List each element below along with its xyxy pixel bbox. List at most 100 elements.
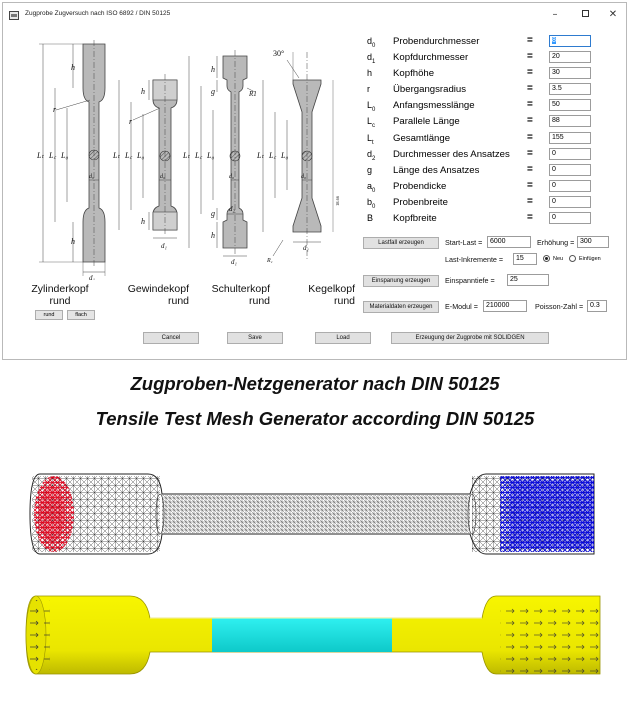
specimen-thread-head [118, 74, 178, 239]
parameter-symbol: B [367, 213, 374, 224]
clamp-depth-input[interactable]: 25 [507, 274, 549, 286]
parameter-symbol: Lt [367, 132, 374, 146]
maximize-button[interactable] [573, 7, 597, 23]
round-button[interactable]: rund [35, 310, 63, 320]
load-button[interactable]: Load [315, 332, 371, 344]
dim-h-2: h [71, 237, 75, 246]
dim-l0-4: L₀ [280, 151, 288, 160]
parameter-name: Probendurchmesser [393, 36, 480, 47]
dim-d0-4: d₀ [301, 174, 306, 180]
generate-specimen-button[interactable]: Erzeugung der Zugprobe mit SOLIDGEN [391, 332, 549, 344]
youngs-modulus-input[interactable]: 210000 [483, 300, 527, 312]
parameter-name: Probenbreite [393, 196, 448, 208]
caption-german: Zugproben-Netzgenerator nach DIN 50125 [130, 373, 500, 394]
dim-h-3: h [141, 87, 145, 96]
parameter-row: h Kopfhöhe = 30 [367, 66, 629, 82]
parameter-input[interactable]: 8 [549, 35, 591, 47]
mesh-specimen [29, 473, 595, 555]
close-button[interactable]: ✕ [608, 9, 618, 20]
increment-input[interactable]: 300 [577, 236, 609, 248]
generate-loadcase-button[interactable]: Lastfall erzeugen [363, 237, 439, 249]
parameter-row: d0 Probendurchmesser = 8 [367, 34, 629, 50]
dim-h-1: h [71, 63, 75, 72]
parameter-symbol: a0 [367, 180, 376, 194]
cancel-button[interactable]: Cancel [143, 332, 199, 344]
parameter-input[interactable]: 30 [549, 67, 591, 80]
parameter-input[interactable]: 0 [549, 179, 591, 192]
parameter-input[interactable]: 88 [549, 115, 591, 128]
equals-sign: = [527, 67, 533, 79]
dim-lc-3: L꜀ [194, 151, 202, 160]
parameter-name: Kopfhöhe [393, 68, 435, 80]
equals-sign: = [527, 51, 533, 63]
parameter-input[interactable]: 0 [549, 163, 591, 176]
dim-l0-3: L₀ [206, 151, 214, 160]
specimen-drawing: h r Lₜ L꜀ L₀ d₀ h d₁ h r Lₜ L꜀ L₀ d₀ h d… [11, 30, 357, 308]
minimize-button[interactable]: – [552, 9, 558, 20]
parameter-name: Übergangsradius [393, 84, 467, 96]
start-load-input[interactable]: 6000 [487, 236, 531, 248]
poisson-label: Poisson-Zahl = [535, 302, 584, 311]
parameter-input[interactable]: 3.5 [549, 83, 591, 96]
dim-r1: R1 [248, 90, 257, 98]
parameter-symbol: d2 [367, 148, 376, 162]
parameter-input[interactable]: 50 [549, 99, 591, 112]
dim-lt-1: Lₜ [36, 151, 44, 160]
titlebar[interactable]: Zugprobe Zugversuch nach ISO 6892 / DIN … [3, 3, 626, 27]
equals-sign: = [527, 131, 533, 143]
parameter-input[interactable]: 155 [549, 131, 591, 144]
dim-lc-4: L꜀ [268, 151, 276, 160]
specimen-cylinder-head [39, 40, 106, 276]
dim-d0-3: d₀ [229, 174, 234, 180]
solid-specimen [25, 595, 601, 676]
equals-sign: = [527, 195, 533, 207]
dim-d2: d₂ [229, 205, 236, 213]
generate-clamping-button[interactable]: Einspanung erzeugen [363, 275, 439, 287]
radio-insert-label: Einfügen [579, 256, 601, 262]
dim-lt-2: Lₜ [112, 151, 120, 160]
flat-button[interactable]: flach [67, 310, 95, 320]
clamp-depth-label: Einspanntiefe = [445, 276, 495, 285]
dim-lt-3: Lₜ [182, 151, 190, 160]
dim-g-1: g [211, 87, 215, 96]
dim-h-4: h [141, 217, 145, 226]
start-load-label: Start-Last = [445, 238, 483, 247]
app-icon [9, 11, 19, 20]
parameter-symbol: d0 [367, 36, 376, 49]
generate-material-button[interactable]: Materialdaten erzeugen [363, 301, 439, 313]
parameter-input[interactable]: 0 [549, 212, 591, 225]
parameter-input[interactable]: 0 [549, 195, 591, 208]
poisson-input[interactable]: 0.3 [587, 300, 607, 312]
radio-new[interactable] [543, 255, 550, 262]
dim-h-6: h [211, 231, 215, 240]
parameter-input[interactable]: 0 [549, 147, 591, 160]
parameter-symbol: r [367, 84, 370, 95]
equals-sign: = [527, 83, 533, 95]
parameter-symbol: h [367, 68, 373, 79]
parameter-name: Anfangsmesslänge [393, 100, 475, 112]
radio-insert[interactable] [569, 255, 576, 262]
save-button[interactable]: Save [227, 332, 283, 344]
equals-sign: = [527, 99, 533, 111]
parameter-row: r Übergangsradius = 3.5 [367, 82, 629, 98]
parameter-input[interactable]: 20 [549, 51, 591, 64]
parameter-name: Probendicke [393, 180, 447, 192]
app-window: Zugprobe Zugversuch nach ISO 6892 / DIN … [2, 2, 627, 360]
equals-sign: = [527, 35, 533, 46]
maximize-icon [581, 10, 589, 17]
load-steps-input[interactable]: 15 [513, 253, 537, 265]
dim-d1-1: d₁ [89, 274, 95, 280]
dim-l0-2: L₀ [136, 151, 144, 160]
dim-rlim: R₁ [266, 258, 273, 264]
youngs-modulus-label: E-Modul = [445, 302, 478, 311]
